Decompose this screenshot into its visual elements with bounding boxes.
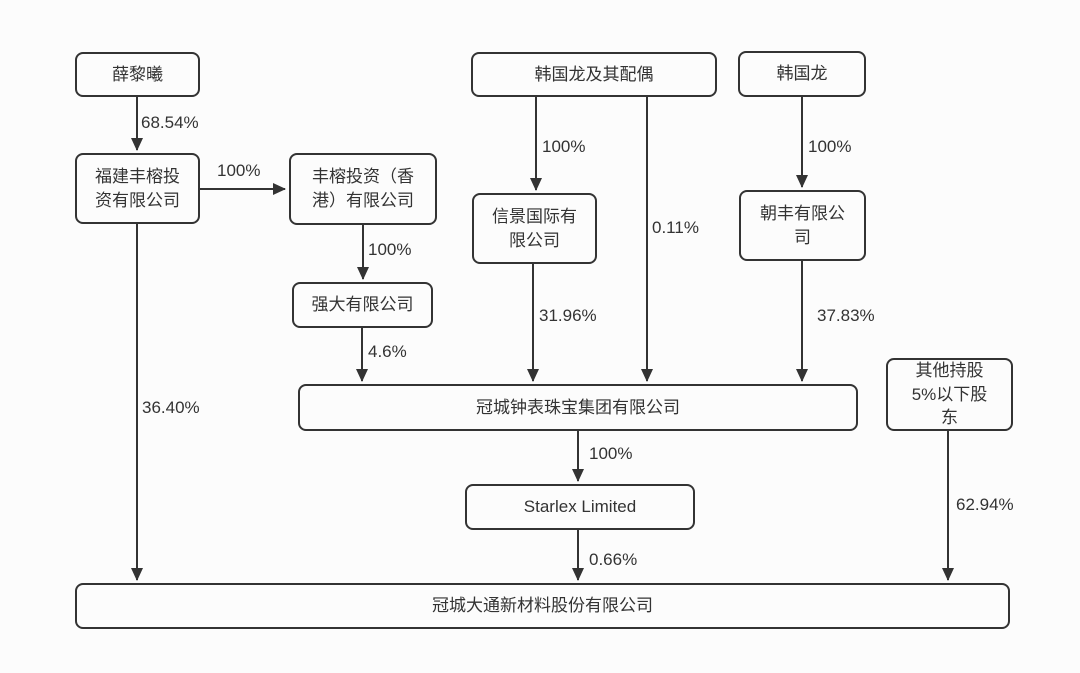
edge-label-fujian-to-datong: 36.40% [142,398,200,417]
node-chaofeng: 朝丰有限公司 [739,190,866,261]
node-guancheng-jewelry: 冠城钟表珠宝集团有限公司 [298,384,858,431]
node-qiangda: 强大有限公司 [292,282,433,328]
edge-label-hk-to-qiangda: 100% [368,240,412,259]
edge-label-starlex-to-datong: 0.66% [589,550,638,569]
node-han-guolong: 韩国龙 [738,51,866,97]
edge-label-qiangda-to-jewelry: 4.6% [368,342,407,361]
edge-label-xue-to-fujian: 68.54% [141,113,199,132]
edge-label-spouse-to-xinjing: 100% [542,137,586,156]
node-han-guolong-spouse: 韩国龙及其配偶 [471,52,717,97]
node-xue-lixi: 薛黎曦 [75,52,200,97]
edge-label-spouse-to-jewelry: 0.11% [652,218,699,237]
node-fujian-fengrong: 福建丰榕投资有限公司 [75,153,200,224]
node-fengrong-hk: 丰榕投资（香港）有限公司 [289,153,437,225]
edge-label-xinjing-to-jewelry: 31.96% [539,306,597,325]
edge-label-fujian-to-hk: 100% [217,161,261,180]
node-other-shareholders: 其他持股5%以下股东 [886,358,1013,431]
node-starlex: Starlex Limited [465,484,695,530]
edge-label-chaofeng-to-jewelry: 37.83% [817,306,875,325]
node-xinjing: 信景国际有限公司 [472,193,597,264]
node-guancheng-datong: 冠城大通新材料股份有限公司 [75,583,1010,629]
edge-label-jewelry-to-starlex: 100% [589,444,633,463]
edge-label-other-to-datong: 62.94% [956,495,1014,514]
edge-label-han-to-chaofeng: 100% [808,137,852,156]
